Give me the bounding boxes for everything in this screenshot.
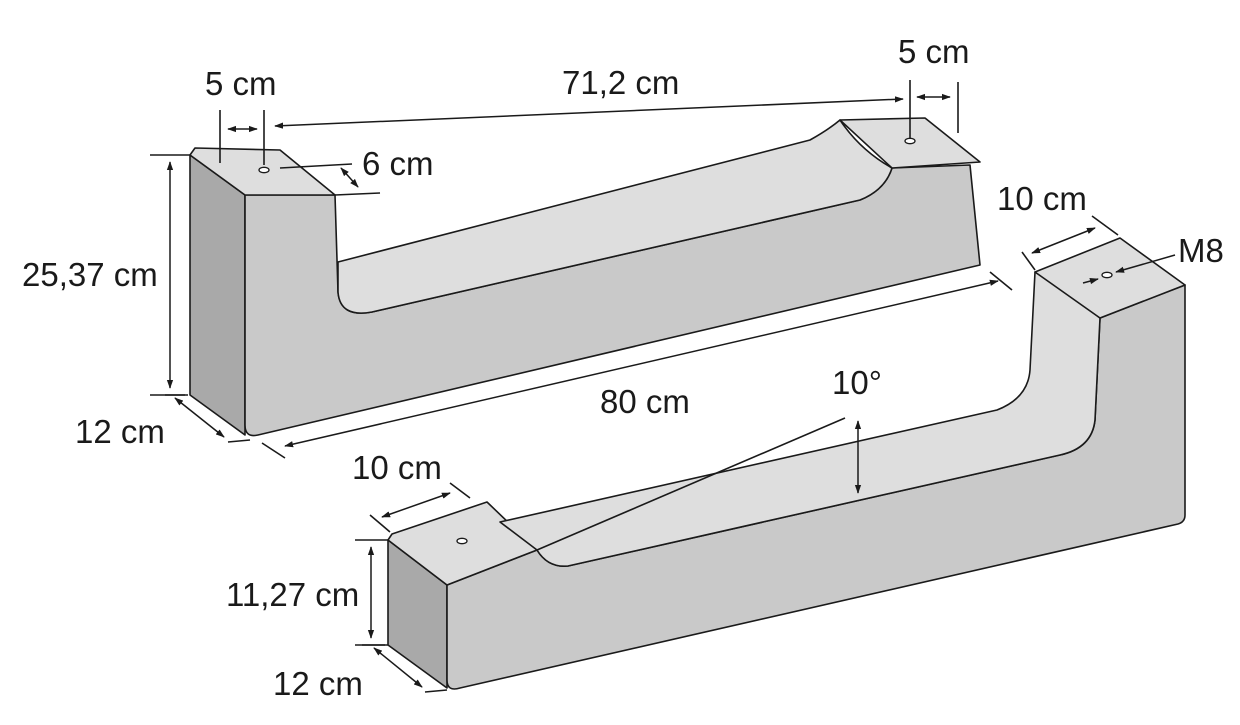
upper-dimensions: 5 cm 71,2 cm 5 cm 6 cm 25,37 cm 12 cm 80… [22, 33, 1013, 459]
label-10cm-left: 10 cm [352, 449, 442, 486]
label-m8: M8 [1178, 232, 1224, 269]
label-10deg: 10° [832, 364, 882, 401]
label-10cm-right: 10 cm [997, 180, 1087, 217]
label-5cm-right: 5 cm [898, 33, 970, 70]
lower-dimensions: 10 cm M8 10° 10 cm 11,27 cm 12 cm [226, 180, 1224, 702]
dim-line-10cm-left [381, 492, 451, 518]
upper-hole-right [904, 137, 916, 145]
leader-m8 [1115, 254, 1176, 273]
lower-block [387, 237, 1186, 690]
dim-line-71-2cm [274, 96, 904, 129]
dim-line-80cm [284, 279, 999, 448]
label-12cm-upper: 12 cm [75, 413, 165, 450]
dim-line-12cm-upper [174, 397, 225, 438]
label-25-37cm: 25,37 cm [22, 256, 158, 293]
lower-hole-right [1101, 271, 1113, 279]
label-11-27cm: 11,27 cm [226, 576, 359, 613]
upper-block-side-face [189, 154, 246, 436]
dim-line-10cm-right [1031, 227, 1096, 254]
dim-line-12cm-lower [373, 647, 423, 688]
label-5cm-left: 5 cm [205, 65, 277, 102]
label-80cm: 80 cm [600, 383, 690, 420]
label-12cm-lower: 12 cm [273, 665, 363, 702]
label-6cm: 6 cm [362, 145, 434, 182]
lower-hole-left [456, 537, 468, 545]
angle-reference-line [536, 417, 846, 551]
label-71-2cm: 71,2 cm [562, 64, 679, 101]
dim-line-6cm [340, 167, 359, 188]
upper-hole-left [258, 166, 270, 174]
